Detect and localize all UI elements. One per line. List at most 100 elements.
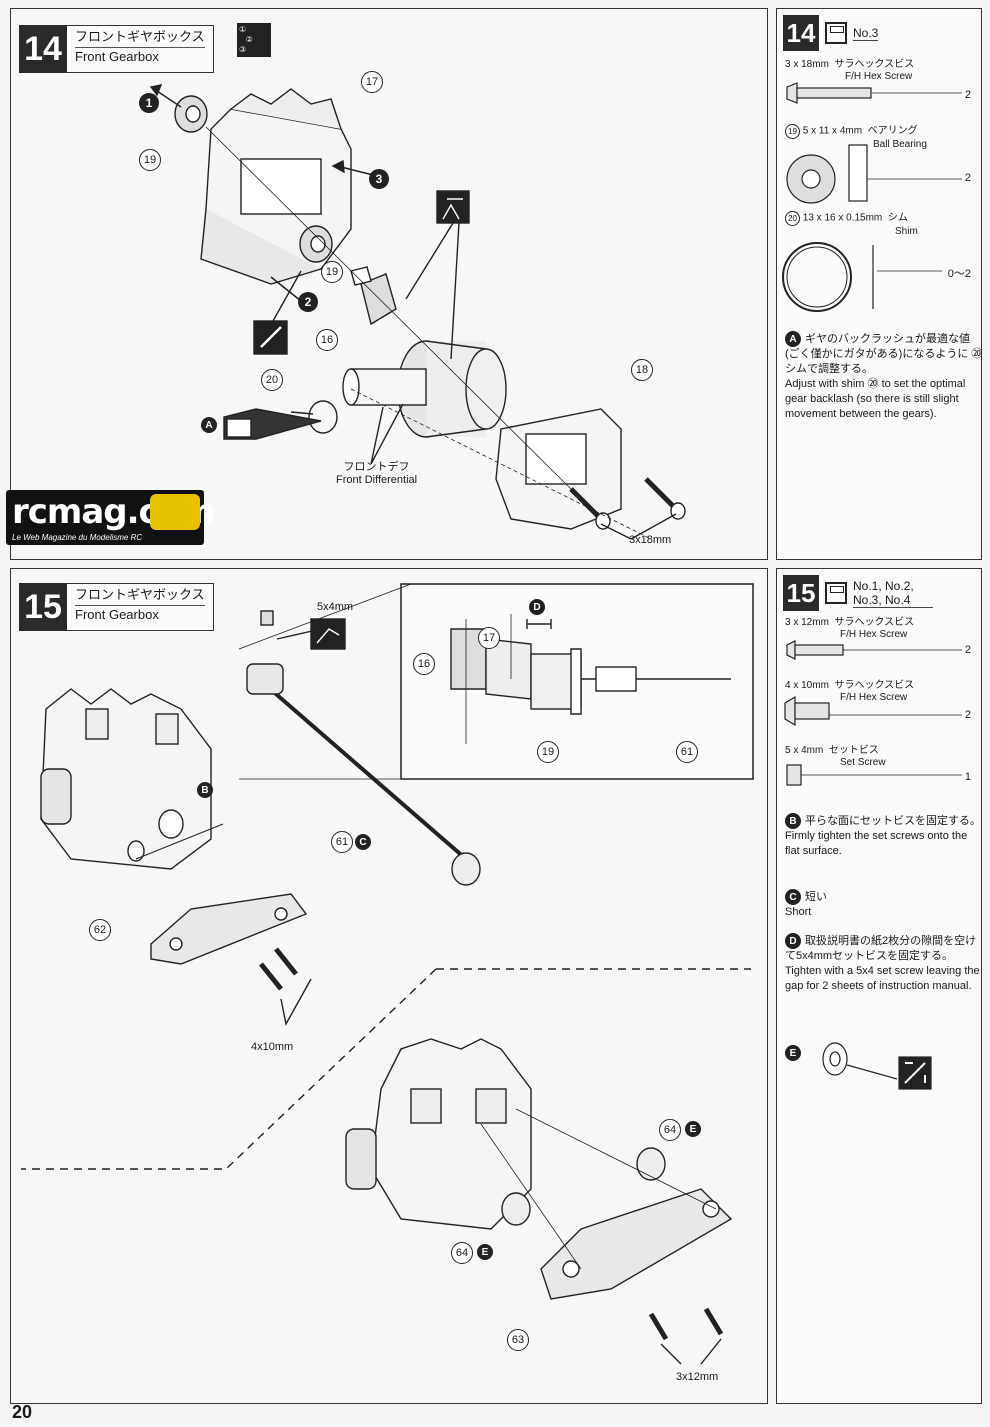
part-jp: サラヘックスビス — [834, 617, 915, 628]
side15-parts-drawing — [784, 640, 962, 1090]
step15-title-en: Front Gearbox — [75, 605, 205, 623]
qty-bearing: 2 — [964, 172, 971, 184]
note-a-en: Adjust with shim ⑳ to set the optimal ge… — [785, 378, 966, 420]
note-e: E — [785, 1045, 983, 1061]
rcmag-logo: rcmag.com Le Web Magazine du Modelisme R… — [6, 490, 215, 545]
part-3x12: 3 x 12mm サラヘックスビス F/H Hex Screw — [785, 617, 914, 641]
part-size: 5 x 11 x 4mm — [802, 125, 863, 137]
diff-label-jp: フロントデフ — [343, 461, 410, 473]
bullet-3: 3 — [369, 169, 389, 189]
part-size: 4 x 10mm — [785, 680, 829, 691]
step14-number: 14 — [19, 25, 67, 73]
note-d-jp: 取扱説明書の紙2枚分の隙間を空けて5x4mmセットビスを固定する。 — [785, 934, 977, 962]
logo-sub: Le Web Magazine du Modelisme RC — [12, 533, 143, 542]
set-screw-label: 5x4mm — [317, 601, 354, 613]
side15-panel: 15 No.1, No.2, No.3, No.4 3 x 12mm サラヘック… — [776, 568, 982, 1404]
step14-panel: 14 フロントギヤボックス Front Gearbox ① ② ③ — [10, 8, 768, 560]
qty-4x10: 2 — [964, 709, 971, 721]
qty-5x4: 1 — [964, 771, 971, 783]
part-jp: サラヘックスビス — [834, 59, 915, 70]
seq-1: ① — [239, 25, 247, 34]
step15-panel: 15 フロントギヤボックス Front Gearbox — [10, 568, 768, 1404]
seq-3: ③ — [239, 45, 247, 54]
part-jp: ベアリング — [867, 125, 918, 137]
callout-19a: 19 — [139, 149, 161, 171]
page-number: 20 — [12, 1402, 33, 1422]
side15-header: 15 No.1, No.2, No.3, No.4 — [783, 575, 933, 611]
bullet-2: 2 — [298, 292, 318, 312]
part-size: 5 x 4mm — [785, 745, 824, 756]
seq-2: ② — [245, 35, 253, 44]
part-en: F/H Hex Screw — [840, 629, 908, 640]
note-b-jp: 平らな面にセットビスを固定する。 — [805, 814, 981, 827]
callout-63: 63 — [507, 1329, 529, 1351]
step15-header: 15 フロントギヤボックス Front Gearbox — [19, 583, 214, 631]
callout-19b: 19 — [321, 261, 343, 283]
diff-label-en: Front Differential — [336, 474, 418, 486]
part-jp: セットビス — [828, 745, 879, 756]
note-b-en: Firmly tighten the set screws onto the f… — [785, 830, 968, 857]
side15-bag: No.1, No.2, No.3, No.4 — [853, 579, 933, 608]
note-b-marker: B — [785, 813, 801, 829]
callout-64b: 64 — [451, 1242, 473, 1264]
step15-title-jp: フロントギヤボックス — [75, 587, 205, 602]
callout-17: 17 — [478, 627, 500, 649]
callout-62: 62 — [89, 919, 111, 941]
step15-drawing — [21, 583, 754, 1365]
diff-label: フロントデフ Front Differential — [336, 461, 417, 487]
note-d-en: Tighten with a 5x4 set screw leaving the… — [785, 965, 980, 992]
part-shim-id: 20 — [785, 211, 800, 226]
part-size: 3 x 18mm — [785, 59, 829, 70]
qty-3x18: 2 — [964, 89, 971, 101]
part-3x18: 3 x 18mm サラヘックスビス F/H Hex Screw — [785, 59, 914, 83]
bullet-1: 1 — [139, 93, 159, 113]
qty-shim: 0～2 — [947, 268, 971, 280]
note-d-marker: D — [785, 933, 801, 949]
side15-number: 15 — [783, 575, 819, 611]
note-a-jp: ギヤのバックラッシュが最適な値(ごく僅かにガタがある)になるように ⑳ シムで調… — [785, 332, 983, 375]
step14-title-jp: フロントギヤボックス — [75, 29, 205, 44]
marker-a: A — [201, 417, 217, 433]
part-en: F/H Hex Screw — [840, 692, 908, 703]
part-en: Set Screw — [840, 757, 886, 768]
callout-16: 16 — [413, 653, 435, 675]
callout-20: 20 — [261, 369, 283, 391]
marker-d: D — [529, 599, 545, 615]
note-a-marker: A — [785, 331, 801, 347]
side14-header: 14 No.3 — [783, 15, 879, 51]
side14-bag: No.3 — [853, 25, 879, 41]
marker-b: B — [197, 782, 213, 798]
callout-61: 61 — [331, 831, 353, 853]
screw-3x18-icon — [782, 82, 962, 312]
step15-number: 15 — [19, 583, 67, 631]
marker-c: C — [355, 834, 371, 850]
callout-64a: 64 — [659, 1119, 681, 1141]
step14-title-en: Front Gearbox — [75, 47, 205, 65]
qty-3x12: 2 — [964, 644, 971, 656]
step14-title: フロントギヤボックス Front Gearbox — [67, 25, 214, 73]
step14-drawing — [149, 84, 686, 540]
part-bearing-id: 19 — [785, 124, 800, 139]
callout-17: 17 — [361, 71, 383, 93]
part-en: Ball Bearing — [873, 139, 927, 150]
part-bearing: 19 5 x 11 x 4mm ベアリング Ball Bearing — [785, 124, 927, 151]
screw-label-4x10: 4x10mm — [251, 1041, 294, 1053]
note-c-marker: C — [785, 889, 801, 905]
screw-label-3x18: 3x18mm — [629, 534, 672, 546]
note-e-marker: E — [785, 1045, 801, 1061]
side14-number: 14 — [783, 15, 819, 51]
sequence-icon: ① ② ③ — [237, 23, 271, 57]
part-en: F/H Hex Screw — [845, 71, 913, 82]
part-jp: サラヘックスビス — [834, 680, 915, 691]
part-size: 13 x 16 x 0.15mm — [802, 212, 883, 224]
callout-18: 18 — [631, 359, 653, 381]
bag-icon — [825, 582, 847, 604]
part-en: Shim — [895, 226, 918, 237]
screw-label-3x12: 3x12mm — [676, 1371, 719, 1383]
note-b: B 平らな面にセットビスを固定する。 Firmly tighten the set… — [785, 813, 983, 859]
part-5x4: 5 x 4mm セットビス Set Screw — [785, 745, 886, 769]
note-c-en: Short — [785, 906, 812, 918]
